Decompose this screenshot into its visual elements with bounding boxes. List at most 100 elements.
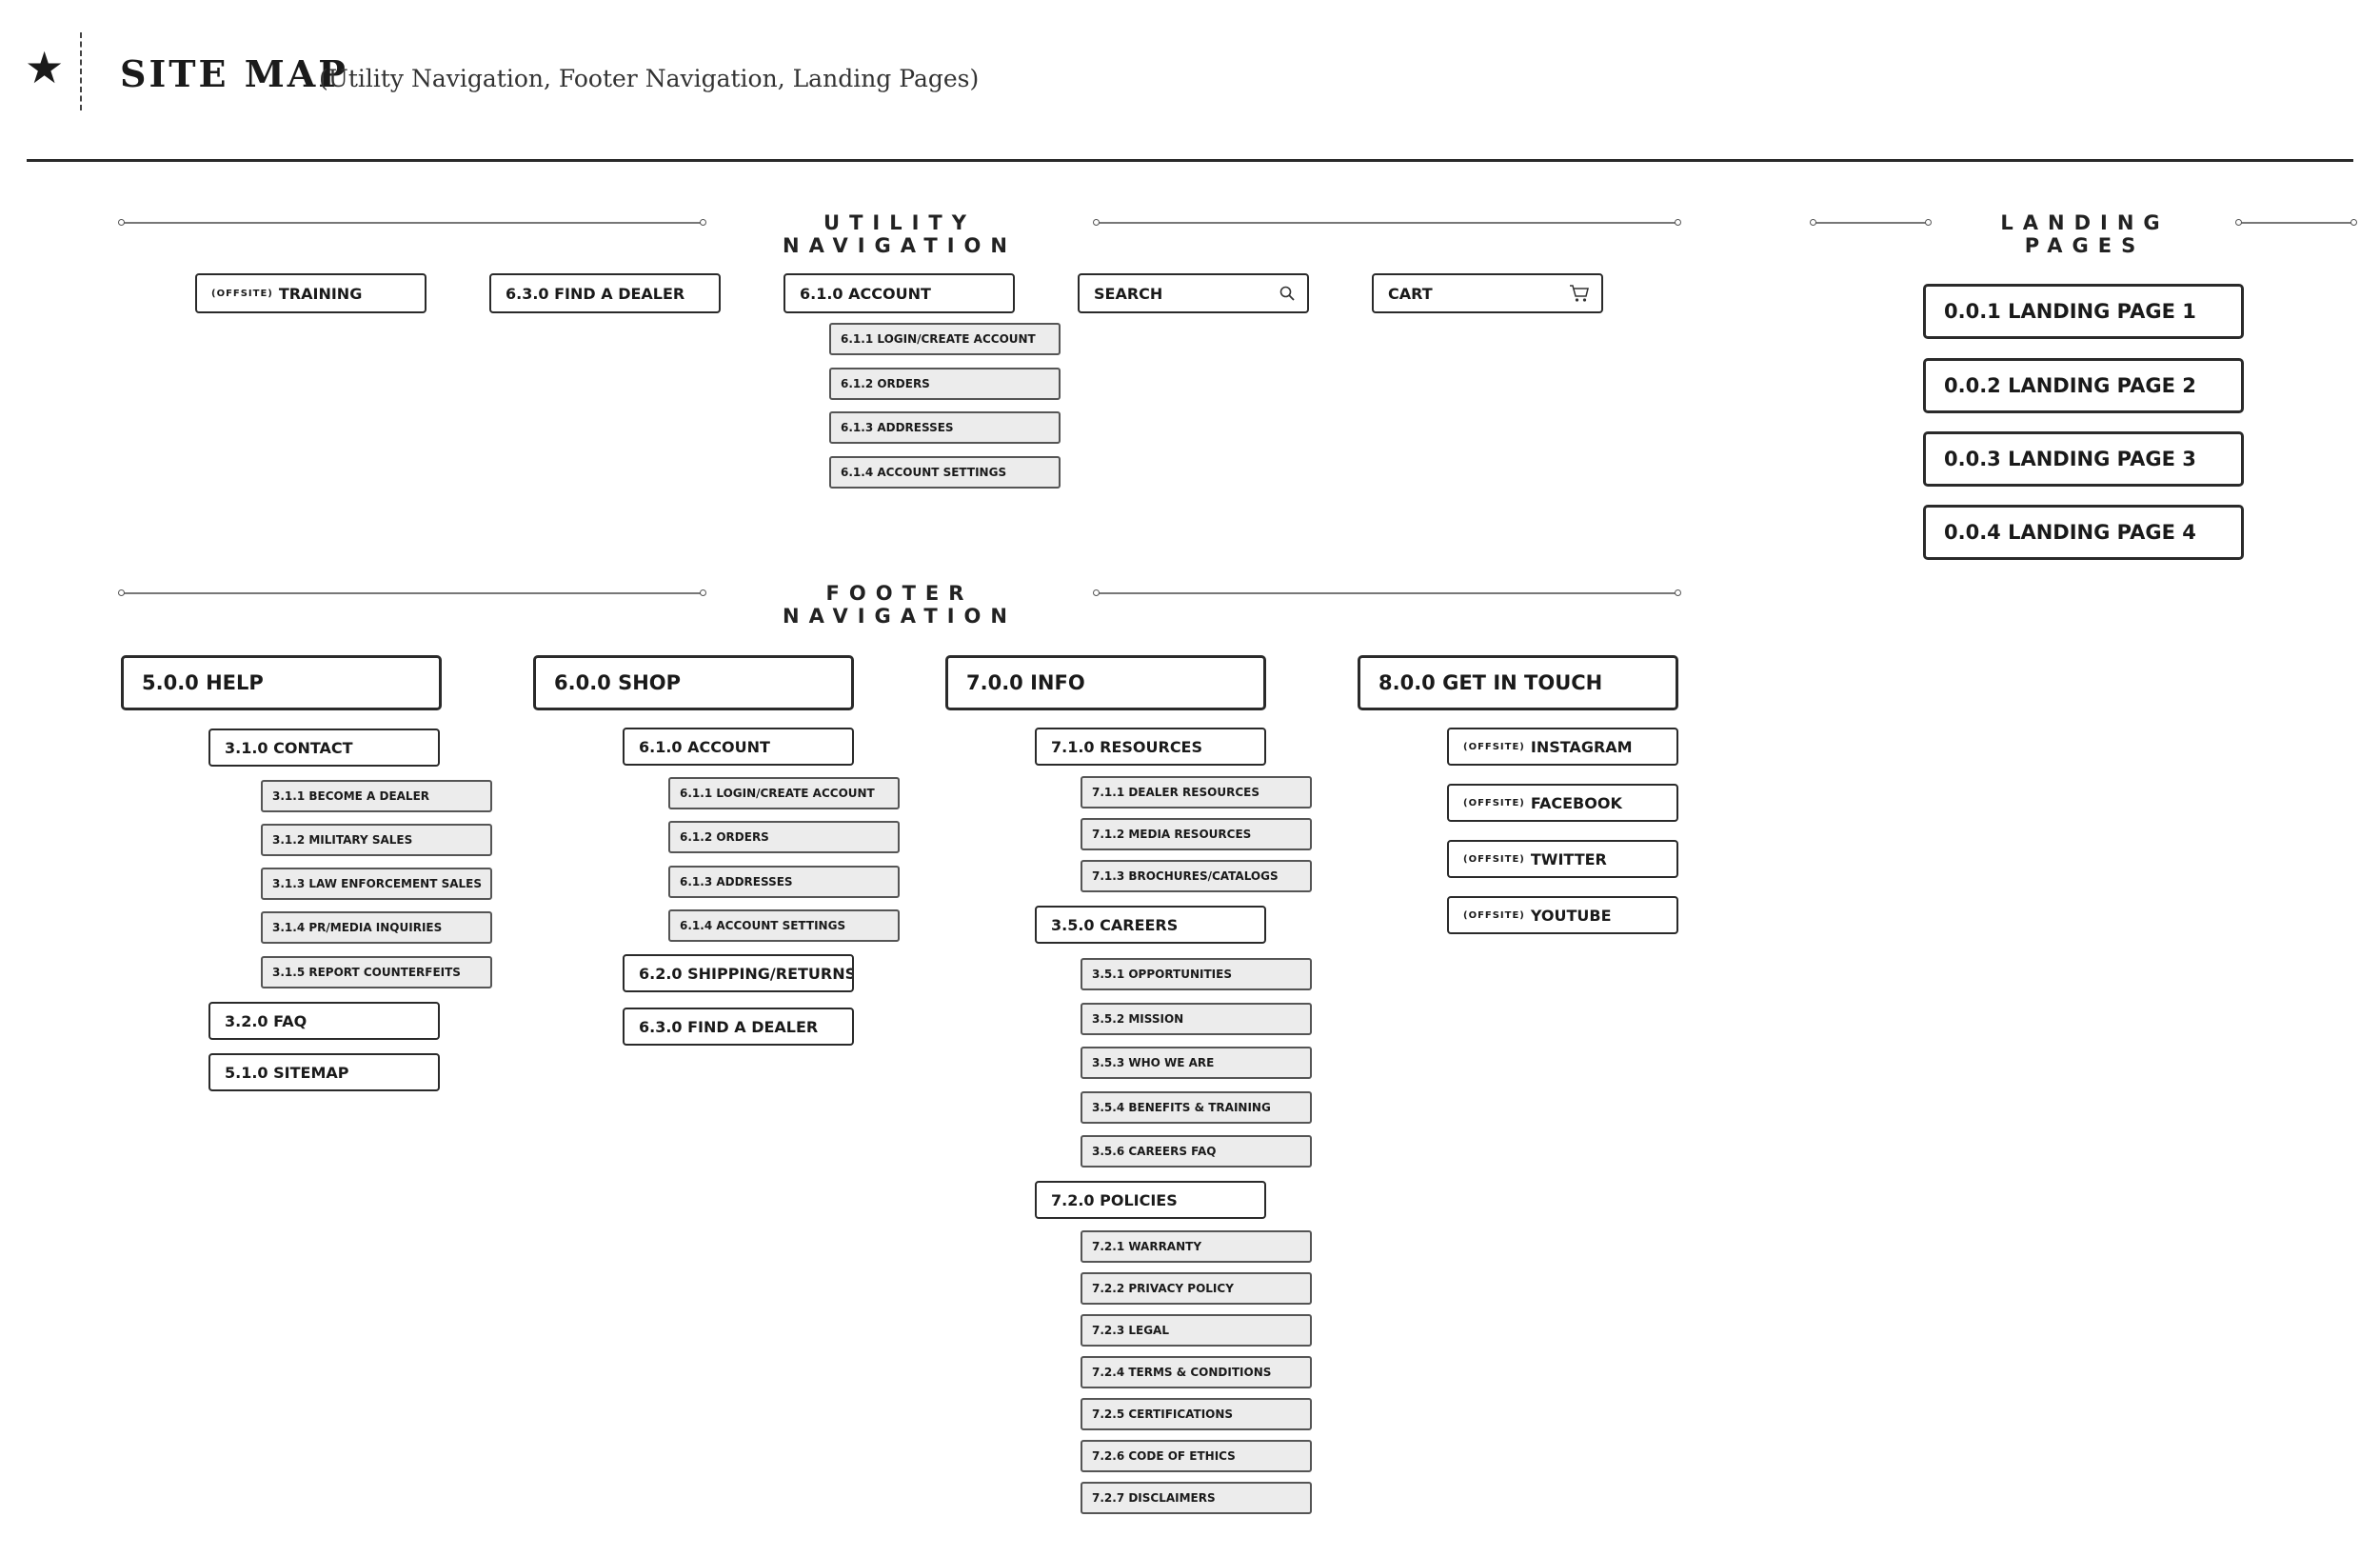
item-label: 7.2.3 LEGAL <box>1092 1324 1169 1337</box>
utility-line-right <box>1093 219 1681 226</box>
footer-info[interactable]: 7.0.0 INFO <box>945 655 1266 710</box>
footer-careers-faq[interactable]: 3.5.6 CAREERS FAQ <box>1081 1135 1312 1168</box>
landing-line-left <box>1810 219 1932 226</box>
footer-policies-certifications[interactable]: 7.2.5 CERTIFICATIONS <box>1081 1398 1312 1430</box>
footer-contact-law[interactable]: 3.1.3 LAW ENFORCEMENT SALES <box>261 868 492 900</box>
item-label: 3.5.1 OPPORTUNITIES <box>1092 968 1232 981</box>
item-label: 3.1.1 BECOME A DEALER <box>272 789 430 803</box>
footer-get-in-touch[interactable]: 8.0.0 GET IN TOUCH <box>1358 655 1678 710</box>
landing-pages-title: LANDING PAGES <box>2000 211 2170 257</box>
footer-shop[interactable]: 6.0.0 SHOP <box>533 655 854 710</box>
footer-contact-dealer[interactable]: 3.1.1 BECOME A DEALER <box>261 780 492 812</box>
landing-page-1[interactable]: 0.0.1 LANDING PAGE 1 <box>1923 284 2244 339</box>
footer-account-login[interactable]: 6.1.1 LOGIN/CREATE ACCOUNT <box>668 777 900 809</box>
footer-help[interactable]: 5.0.0 HELP <box>121 655 442 710</box>
footer-info-careers[interactable]: 3.5.0 CAREERS <box>1035 906 1266 944</box>
footer-line-left <box>118 589 706 596</box>
item-label: 6.1.3 ADDRESSES <box>680 875 793 888</box>
item-label: 0.0.2 LANDING PAGE 2 <box>1944 374 2196 397</box>
item-label: 3.1.0 CONTACT <box>225 738 353 757</box>
footer-account-orders[interactable]: 6.1.2 ORDERS <box>668 821 900 853</box>
footer-policies-privacy[interactable]: 7.2.2 PRIVACY POLICY <box>1081 1272 1312 1305</box>
footer-careers-opportunities[interactable]: 3.5.1 OPPORTUNITIES <box>1081 958 1312 990</box>
footer-policies-terms[interactable]: 7.2.4 TERMS & CONDITIONS <box>1081 1356 1312 1388</box>
offsite-tag: (OFFSITE) <box>1463 909 1525 921</box>
utility-find-dealer-label: 6.3.0 FIND A DEALER <box>506 284 685 303</box>
utility-cart-label: CART <box>1388 284 1433 303</box>
footer-shop-shipping[interactable]: 6.2.0 SHIPPING/RETURNS <box>623 954 854 992</box>
footer-resources-media[interactable]: 7.1.2 MEDIA RESOURCES <box>1081 818 1312 850</box>
footer-account-settings[interactable]: 6.1.4 ACCOUNT SETTINGS <box>668 909 900 942</box>
item-label: 7.1.3 BROCHURES/CATALOGS <box>1092 869 1279 883</box>
item-label: 3.1.3 LAW ENFORCEMENT SALES <box>272 877 482 890</box>
footer-info-resources[interactable]: 7.1.0 RESOURCES <box>1035 728 1266 766</box>
footer-careers-mission[interactable]: 3.5.2 MISSION <box>1081 1003 1312 1035</box>
footer-contact-military[interactable]: 3.1.2 MILITARY SALES <box>261 824 492 856</box>
item-label: 6.1.3 ADDRESSES <box>841 421 954 434</box>
item-label: 3.1.4 PR/MEDIA INQUIRIES <box>272 921 443 934</box>
item-label: 6.1.2 ORDERS <box>841 377 930 390</box>
utility-account-label: 6.1.0 ACCOUNT <box>800 284 931 303</box>
footer-account-addresses[interactable]: 6.1.3 ADDRESSES <box>668 866 900 898</box>
utility-line-left <box>118 219 706 226</box>
item-label: 8.0.0 GET IN TOUCH <box>1378 671 1603 694</box>
item-label: 6.3.0 FIND A DEALER <box>639 1017 819 1036</box>
utility-account-button[interactable]: 6.1.0 ACCOUNT <box>783 273 1015 313</box>
footer-contact-counterfeits[interactable]: 3.1.5 REPORT COUNTERFEITS <box>261 956 492 988</box>
cart-icon <box>1569 284 1590 303</box>
footer-shop-dealer[interactable]: 6.3.0 FIND A DEALER <box>623 1008 854 1046</box>
utility-account-login[interactable]: 6.1.1 LOGIN/CREATE ACCOUNT <box>829 323 1061 355</box>
footer-help-contact[interactable]: 3.1.0 CONTACT <box>208 729 440 767</box>
footer-resources-brochures[interactable]: 7.1.3 BROCHURES/CATALOGS <box>1081 860 1312 892</box>
footer-careers-who[interactable]: 3.5.3 WHO WE ARE <box>1081 1047 1312 1079</box>
item-label: 6.1.1 LOGIN/CREATE ACCOUNT <box>680 787 875 800</box>
offsite-tag: (OFFSITE) <box>211 288 273 299</box>
footer-info-policies[interactable]: 7.2.0 POLICIES <box>1035 1181 1266 1219</box>
item-label: 0.0.1 LANDING PAGE 1 <box>1944 300 2196 323</box>
item-label: 7.2.1 WARRANTY <box>1092 1240 1202 1253</box>
utility-search-button[interactable]: SEARCH <box>1078 273 1309 313</box>
item-label: 6.1.4 ACCOUNT SETTINGS <box>841 466 1007 479</box>
footer-touch-twitter[interactable]: (OFFSITE)TWITTER <box>1447 840 1678 878</box>
utility-search-label: SEARCH <box>1094 284 1163 303</box>
item-label: YOUTUBE <box>1530 906 1612 925</box>
item-label: 7.2.6 CODE OF ETHICS <box>1092 1449 1236 1463</box>
item-label: 7.2.2 PRIVACY POLICY <box>1092 1282 1234 1295</box>
footer-policies-legal[interactable]: 7.2.3 LEGAL <box>1081 1314 1312 1347</box>
footer-policies-warranty[interactable]: 7.2.1 WARRANTY <box>1081 1230 1312 1263</box>
footer-careers-benefits[interactable]: 3.5.4 BENEFITS & TRAINING <box>1081 1091 1312 1124</box>
footer-nav-title: FOOTER NAVIGATION <box>783 582 1017 628</box>
offsite-tag: (OFFSITE) <box>1463 853 1525 865</box>
header-rule <box>27 159 2353 162</box>
utility-training-button[interactable]: (OFFSITE) TRAINING <box>195 273 426 313</box>
landing-page-4[interactable]: 0.0.4 LANDING PAGE 4 <box>1923 505 2244 560</box>
item-label: 6.1.4 ACCOUNT SETTINGS <box>680 919 846 932</box>
footer-touch-facebook[interactable]: (OFFSITE)FACEBOOK <box>1447 784 1678 822</box>
utility-account-orders[interactable]: 6.1.2 ORDERS <box>829 368 1061 400</box>
landing-page-2[interactable]: 0.0.2 LANDING PAGE 2 <box>1923 358 2244 413</box>
star-icon: ★ <box>25 42 65 93</box>
item-label: 6.1.1 LOGIN/CREATE ACCOUNT <box>841 332 1036 346</box>
footer-help-sitemap[interactable]: 5.1.0 SITEMAP <box>208 1053 440 1091</box>
utility-cart-button[interactable]: CART <box>1372 273 1603 313</box>
item-label: 6.1.2 ORDERS <box>680 830 769 844</box>
footer-line-right <box>1093 589 1681 596</box>
footer-policies-disclaimers[interactable]: 7.2.7 DISCLAIMERS <box>1081 1482 1312 1514</box>
item-label: 6.2.0 SHIPPING/RETURNS <box>639 964 854 983</box>
item-label: 7.1.1 DEALER RESOURCES <box>1092 786 1259 799</box>
utility-account-settings[interactable]: 6.1.4 ACCOUNT SETTINGS <box>829 456 1061 489</box>
item-label: 5.1.0 SITEMAP <box>225 1063 349 1082</box>
item-label: 5.0.0 HELP <box>142 671 264 694</box>
footer-touch-youtube[interactable]: (OFFSITE) YOUTUBE <box>1447 896 1678 934</box>
footer-shop-account[interactable]: 6.1.0 ACCOUNT <box>623 728 854 766</box>
item-label: INSTAGRAM <box>1530 737 1633 756</box>
item-label: FACEBOOK <box>1530 793 1622 812</box>
footer-contact-media[interactable]: 3.1.4 PR/MEDIA INQUIRIES <box>261 911 492 944</box>
landing-page-3[interactable]: 0.0.3 LANDING PAGE 3 <box>1923 431 2244 487</box>
utility-account-addresses[interactable]: 6.1.3 ADDRESSES <box>829 411 1061 444</box>
footer-resources-dealer[interactable]: 7.1.1 DEALER RESOURCES <box>1081 776 1312 808</box>
footer-touch-instagram[interactable]: (OFFSITE)INSTAGRAM <box>1447 728 1678 766</box>
footer-help-faq[interactable]: 3.2.0 FAQ <box>208 1002 440 1040</box>
utility-find-dealer-button[interactable]: 6.3.0 FIND A DEALER <box>489 273 721 313</box>
footer-policies-ethics[interactable]: 7.2.6 CODE OF ETHICS <box>1081 1440 1312 1472</box>
